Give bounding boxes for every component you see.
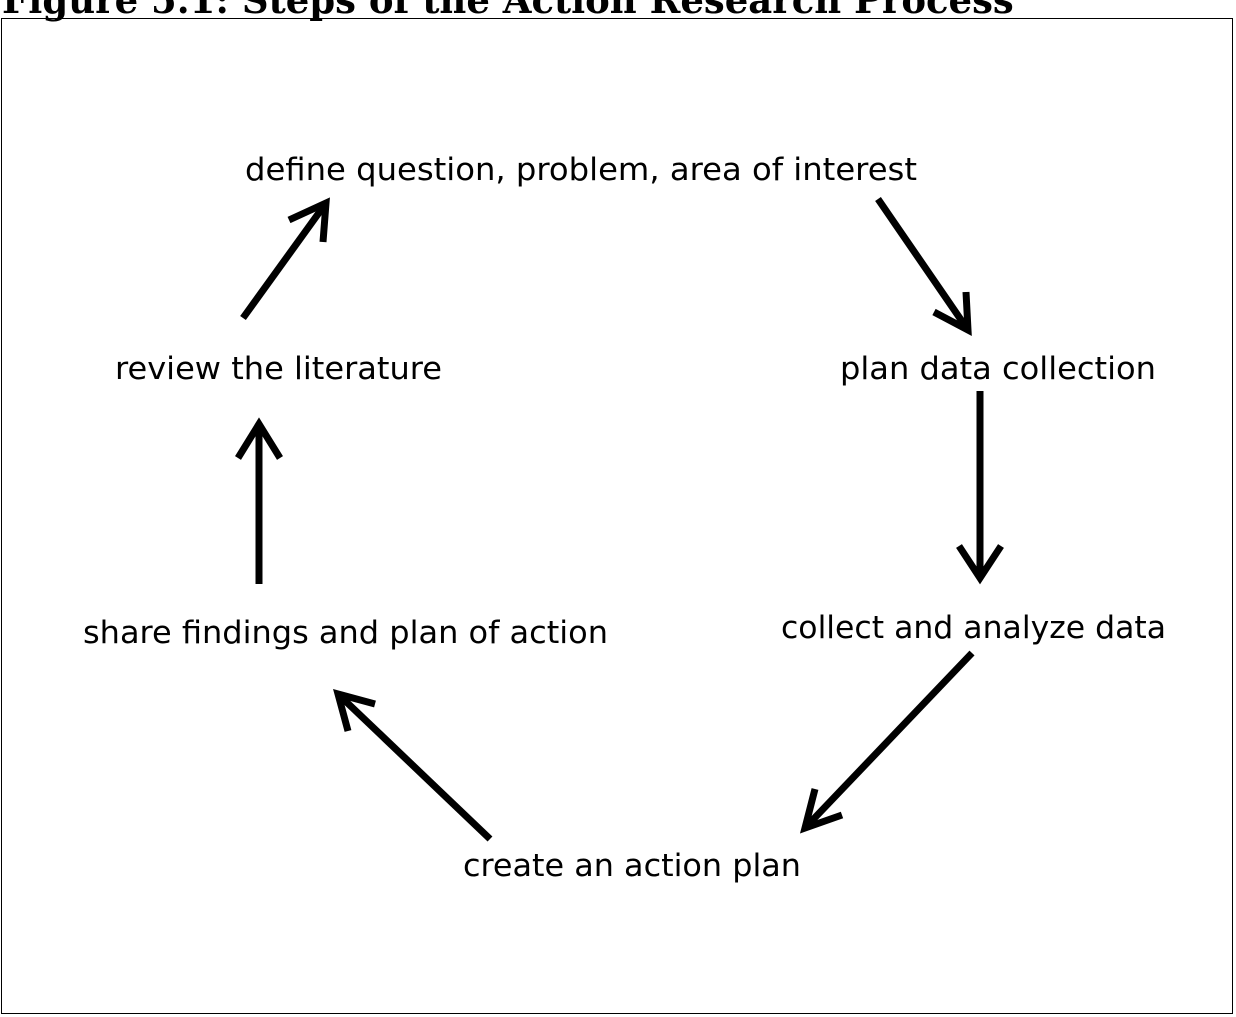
arrow-action-to-share bbox=[333, 689, 493, 842]
arrow-define-to-plan bbox=[875, 197, 972, 336]
step-share-findings: share findings and plan of action bbox=[83, 615, 608, 651]
diagram-frame bbox=[1, 18, 1233, 1014]
arrow-plan-to-collect bbox=[956, 391, 1004, 585]
step-review-literature: review the literature bbox=[115, 351, 442, 387]
step-collect-analyze-data: collect and analyze data bbox=[781, 610, 1166, 646]
figure-title: Figure 5.1: Steps of the Action Research… bbox=[2, 0, 1014, 22]
step-plan-data-collection: plan data collection bbox=[840, 351, 1156, 387]
step-define-question: define question, problem, area of intere… bbox=[245, 152, 917, 188]
step-create-action-plan: create an action plan bbox=[463, 848, 801, 884]
arrow-review-to-define bbox=[240, 197, 330, 321]
arrow-collect-to-action bbox=[799, 650, 975, 834]
arrow-share-to-review bbox=[235, 417, 283, 584]
